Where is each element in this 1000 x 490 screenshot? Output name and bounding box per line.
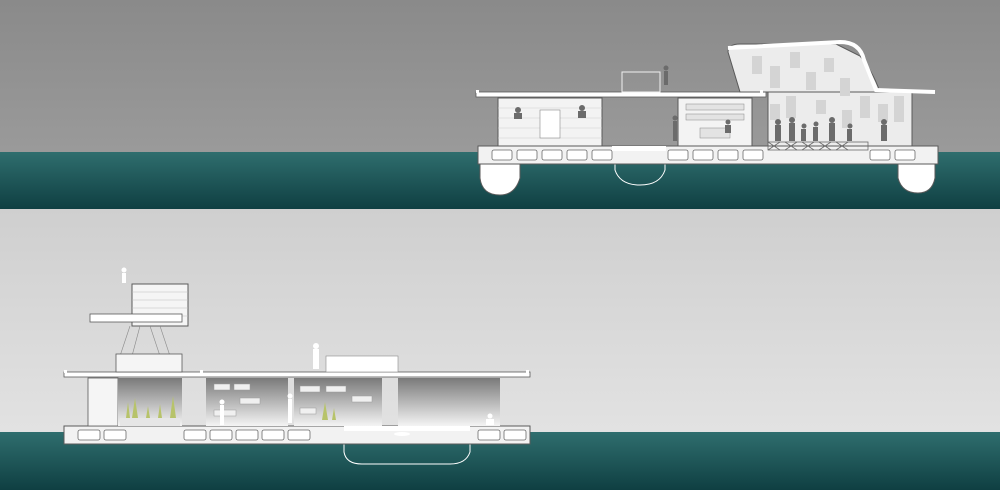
person-silhouette-icon [287, 393, 293, 423]
plant-reed-icon [132, 398, 138, 418]
top-walkway-gap [612, 146, 666, 151]
plant-reed-icon [332, 408, 336, 420]
bunk-window [539, 109, 561, 139]
bottom-deck-cells [77, 429, 527, 441]
plant-reed-icon [126, 402, 130, 418]
person-silhouette-icon [847, 123, 853, 141]
person-silhouette-icon [672, 115, 678, 141]
roof-rail [476, 90, 933, 93]
person-silhouette-icon [313, 343, 319, 369]
room-figures [514, 65, 731, 141]
room2-plants [322, 402, 336, 420]
person-silhouette-icon [394, 432, 410, 436]
person-silhouette-icon [813, 121, 819, 141]
plant-reed-icon [170, 396, 176, 418]
person-silhouette-icon [578, 105, 586, 118]
plant-reed-icon [146, 406, 150, 418]
gym-roof-curve [727, 39, 936, 94]
left-wall-block [87, 377, 119, 427]
tower-struts [119, 325, 171, 357]
person-silhouette-icon [801, 123, 807, 141]
mid-room-2-shelves [299, 385, 373, 415]
person-silhouette-icon [725, 119, 731, 133]
top-roof-slab [475, 91, 767, 98]
right-open-room [398, 378, 500, 426]
rooftop-box [621, 71, 661, 93]
person-silhouette-icon [881, 119, 887, 141]
rooftop-deck-box [325, 355, 399, 373]
garden-plants [126, 396, 176, 418]
person-silhouette-icon [486, 413, 494, 425]
center-hull-cutout [614, 149, 666, 186]
person-silhouette-icon [663, 65, 669, 85]
person-silhouette-icon [775, 119, 781, 141]
bottom-figures [121, 267, 494, 436]
deck-cells [491, 149, 916, 161]
plant-reed-icon [322, 402, 328, 420]
tower-base [115, 353, 183, 373]
bottom-roof-rail [64, 370, 529, 373]
right-pontoon [897, 161, 936, 194]
person-silhouette-icon [219, 399, 225, 425]
top-section [0, 0, 1000, 209]
bottom-walkway-gap [344, 426, 470, 431]
person-silhouette-icon [121, 267, 127, 283]
bottom-roof-slab [63, 371, 531, 378]
gym-railing [767, 141, 869, 151]
left-pontoon [479, 161, 521, 196]
plant-reed-icon [158, 404, 162, 418]
tower-canopy [89, 313, 183, 323]
person-silhouette-icon [829, 117, 835, 141]
gym-wall-tiles [752, 52, 904, 128]
gravel-bed [120, 418, 180, 426]
gym-figures [775, 117, 887, 141]
bottom-hull [343, 439, 471, 465]
mid-room-1-shelves [213, 383, 261, 417]
bottom-section [0, 209, 1000, 490]
person-silhouette-icon [514, 107, 522, 119]
person-silhouette-icon [789, 117, 795, 141]
